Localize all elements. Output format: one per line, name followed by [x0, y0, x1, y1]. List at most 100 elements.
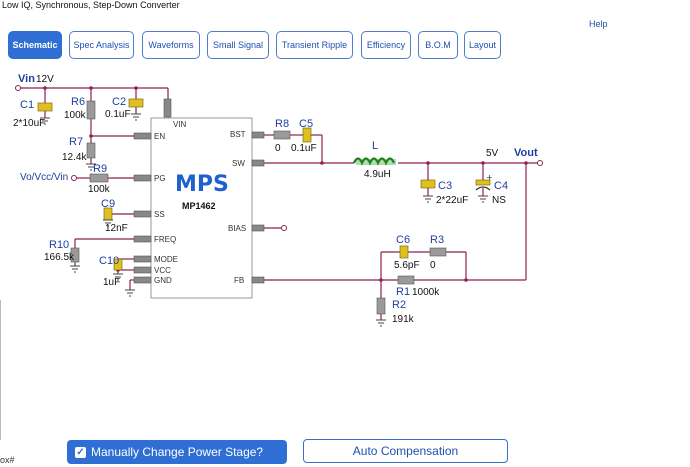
pin-ss: SS	[154, 210, 165, 219]
c10-body	[113, 258, 123, 271]
corner-text: ox#	[0, 455, 15, 465]
c3-value: 2*22uF	[436, 195, 468, 206]
vin-label: Vin	[18, 73, 35, 85]
l-ref: L	[372, 140, 378, 152]
r10-body	[70, 247, 80, 263]
r7-value: 12.4k	[62, 152, 87, 163]
tab-schematic[interactable]: Schematic	[8, 31, 62, 59]
c3-body	[420, 179, 436, 189]
pin-gnd: GND	[154, 276, 172, 285]
pg-terminal	[71, 175, 77, 181]
r3-value: 0	[430, 260, 436, 271]
left-panel-border	[0, 300, 1, 440]
bias-terminal	[281, 225, 287, 231]
c9-ref: C9	[101, 198, 115, 210]
ground-icon	[478, 195, 488, 203]
c1-value: 2*10uF	[13, 118, 45, 129]
checkbox-checked-icon[interactable]: ✓	[75, 446, 86, 458]
r10-value: 166.5k	[44, 252, 75, 263]
tab-efficiency[interactable]: Efficiency	[361, 31, 411, 59]
r2-ref: R2	[392, 299, 406, 311]
r9-body	[89, 173, 109, 183]
tab-bom[interactable]: B.O.M	[418, 31, 458, 59]
vout-value: 5V	[486, 148, 499, 159]
r8-ref: R8	[275, 118, 289, 130]
r1-body	[397, 275, 415, 285]
r3-body	[429, 247, 447, 257]
tab-transient-ripple[interactable]: Transient Ripple	[276, 31, 353, 59]
c1-body	[37, 102, 53, 112]
pin-fb: FB	[234, 276, 244, 285]
r2-value: 191k	[392, 314, 415, 325]
c3-ref: C3	[438, 180, 452, 192]
r8-value: 0	[275, 143, 281, 154]
mps-logo: MPS	[175, 172, 229, 197]
pin-bst: BST	[230, 130, 246, 139]
pin-vin: VIN	[173, 120, 187, 129]
window-title: Low IQ, Synchronous, Step-Down Converter	[2, 0, 180, 10]
c6-value: 5.6pF	[394, 260, 420, 271]
ground-icon	[103, 219, 113, 227]
inductor-l	[352, 157, 396, 166]
svg-text:+: +	[486, 173, 493, 182]
pin-sw: SW	[232, 159, 245, 168]
c6-body	[399, 245, 409, 259]
pin-en: EN	[154, 132, 165, 141]
tab-layout[interactable]: Layout	[464, 31, 501, 59]
r6-value: 100k	[64, 110, 87, 121]
pg-net-label: Vo/Vcc/Vin	[20, 172, 68, 183]
r3-ref: R3	[430, 234, 444, 246]
chip-part-number: MP1462	[182, 201, 216, 211]
r10-ref: R10	[49, 239, 69, 251]
r7-ref: R7	[69, 136, 83, 148]
c10-value: 1uF	[103, 277, 120, 288]
ground-icon	[70, 265, 80, 273]
tab-small-signal[interactable]: Small Signal	[207, 31, 269, 59]
r9-ref: R9	[93, 163, 107, 175]
auto-compensation-button[interactable]: Auto Compensation	[303, 439, 508, 463]
l-value: 4.9uH	[364, 169, 391, 180]
c2-value: 0.1uF	[105, 109, 131, 120]
tab-spec-analysis[interactable]: Spec Analysis	[69, 31, 134, 59]
pin-vcc: VCC	[154, 266, 171, 275]
ground-icon	[131, 113, 141, 121]
pin-pg: PG	[154, 174, 166, 183]
ground-icon	[40, 117, 50, 125]
vout-label: Vout	[514, 147, 538, 159]
tab-waveforms[interactable]: Waveforms	[142, 31, 200, 59]
pin-freq: FREQ	[154, 235, 176, 244]
ground-icon	[423, 195, 433, 203]
c9-value: 12nF	[105, 223, 128, 234]
r9-value: 100k	[88, 184, 111, 195]
r2-body	[376, 297, 386, 315]
ground-icon	[113, 273, 123, 281]
c4-body	[475, 179, 491, 186]
pin-bias: BIAS	[228, 224, 246, 233]
c2-body	[128, 98, 144, 108]
c1-ref: C1	[20, 99, 34, 111]
r1-ref: R1	[396, 286, 410, 298]
c5-value: 0.1uF	[291, 143, 317, 154]
r6-ref: R6	[71, 96, 85, 108]
help-link[interactable]: Help	[589, 19, 608, 29]
r1-value: 1000k	[412, 287, 440, 298]
ground-icon	[86, 163, 96, 171]
c10-ref: C10	[99, 255, 119, 267]
c4-ref: C4	[494, 180, 508, 192]
manual-power-stage-label: Manually Change Power Stage?	[91, 445, 264, 459]
c2-ref: C2	[112, 96, 126, 108]
vout-terminal	[537, 160, 543, 166]
pin-mode: MODE	[154, 255, 178, 264]
chip-body	[150, 117, 253, 299]
vin-value: 12V	[36, 74, 54, 85]
c5-body	[302, 127, 312, 143]
vin-terminal	[15, 85, 21, 91]
manual-power-stage-toggle[interactable]: ✓ Manually Change Power Stage?	[67, 440, 287, 464]
c6-ref: C6	[396, 234, 410, 246]
ground-icon	[376, 319, 386, 327]
ground-icon	[125, 289, 135, 297]
r6-body	[86, 100, 96, 120]
c4-value: NS	[492, 195, 506, 206]
r8-body	[273, 130, 291, 140]
